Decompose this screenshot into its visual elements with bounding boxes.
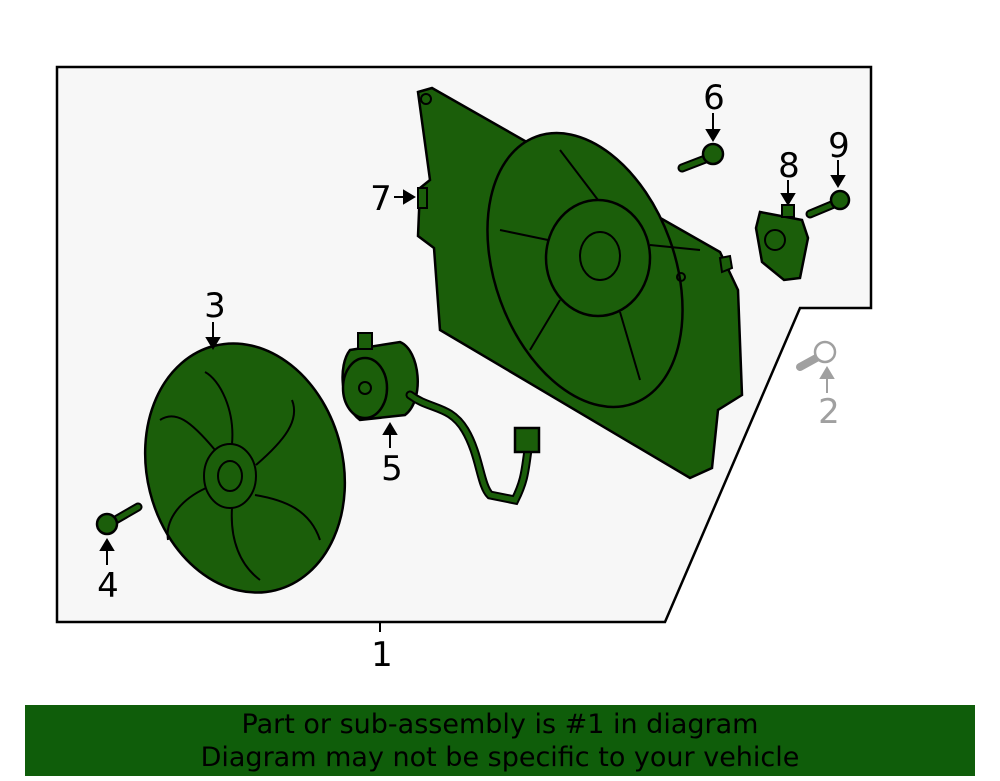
callout-3: 3 xyxy=(204,286,226,326)
callout-6: 6 xyxy=(703,78,725,118)
banner-line-1: Part or sub-assembly is #1 in diagram xyxy=(241,708,759,740)
callout-7: 7 xyxy=(370,179,392,219)
bolt-4[interactable] xyxy=(95,502,143,536)
callout-9: 9 xyxy=(828,126,850,166)
fan-resistor[interactable] xyxy=(754,204,810,282)
info-banner: Part or sub-assembly is #1 in diagram Di… xyxy=(25,705,975,776)
bolt-2[interactable] xyxy=(796,340,837,371)
callout-4: 4 xyxy=(97,566,119,606)
callout-5: 5 xyxy=(381,449,403,489)
callout-2: 2 xyxy=(818,392,840,432)
leader-lines xyxy=(99,113,846,632)
callout-8: 8 xyxy=(778,146,800,186)
fan-motor[interactable] xyxy=(341,332,541,506)
fan-shroud[interactable] xyxy=(416,86,744,480)
leader-line-2 xyxy=(819,366,835,393)
bolt-6[interactable] xyxy=(677,142,725,173)
callout-1: 1 xyxy=(371,635,393,675)
parts-diagram: 1 2 3 4 5 6 7 8 9 xyxy=(55,65,873,675)
banner-line-2: Diagram may not be specific to your vehi… xyxy=(200,741,800,773)
bolt-9[interactable] xyxy=(805,189,851,219)
